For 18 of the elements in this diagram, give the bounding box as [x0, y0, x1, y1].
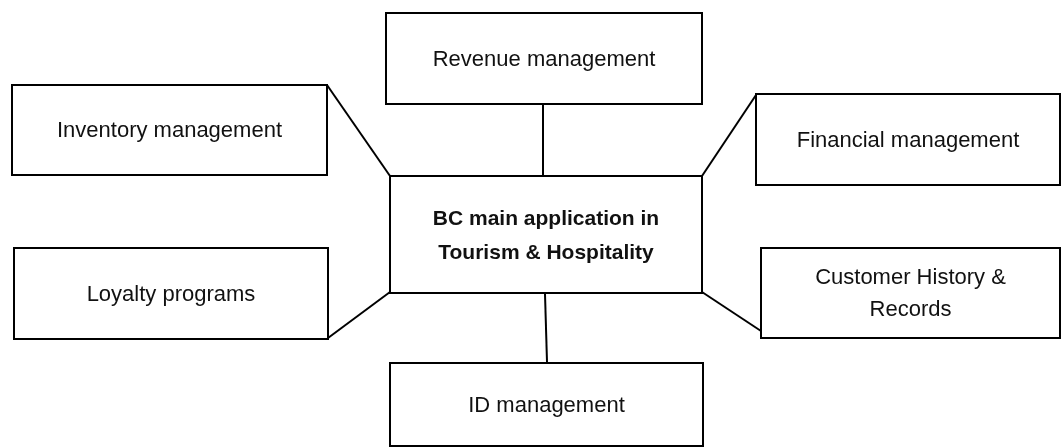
box-label: Customer History & Records	[814, 263, 1007, 323]
box-label: Financial management	[795, 125, 1021, 154]
box-label: Revenue management	[431, 44, 657, 73]
connector-line	[701, 291, 762, 332]
topic-box	[11, 84, 328, 176]
topic-box	[385, 12, 703, 105]
topic-box	[389, 362, 704, 447]
box-label: BC main application in Tourism & Hospitality	[431, 204, 661, 265]
topic-box	[13, 247, 329, 340]
box-label: Loyalty programs	[85, 279, 257, 308]
connector-line	[544, 293, 548, 363]
topic-box	[755, 93, 1061, 186]
box-label: ID management	[467, 390, 626, 419]
connector-line	[701, 94, 757, 177]
topic-box	[760, 247, 1061, 339]
connector-line	[542, 104, 544, 176]
box-label: Inventory management	[56, 116, 283, 144]
central-topic-box	[389, 175, 703, 294]
